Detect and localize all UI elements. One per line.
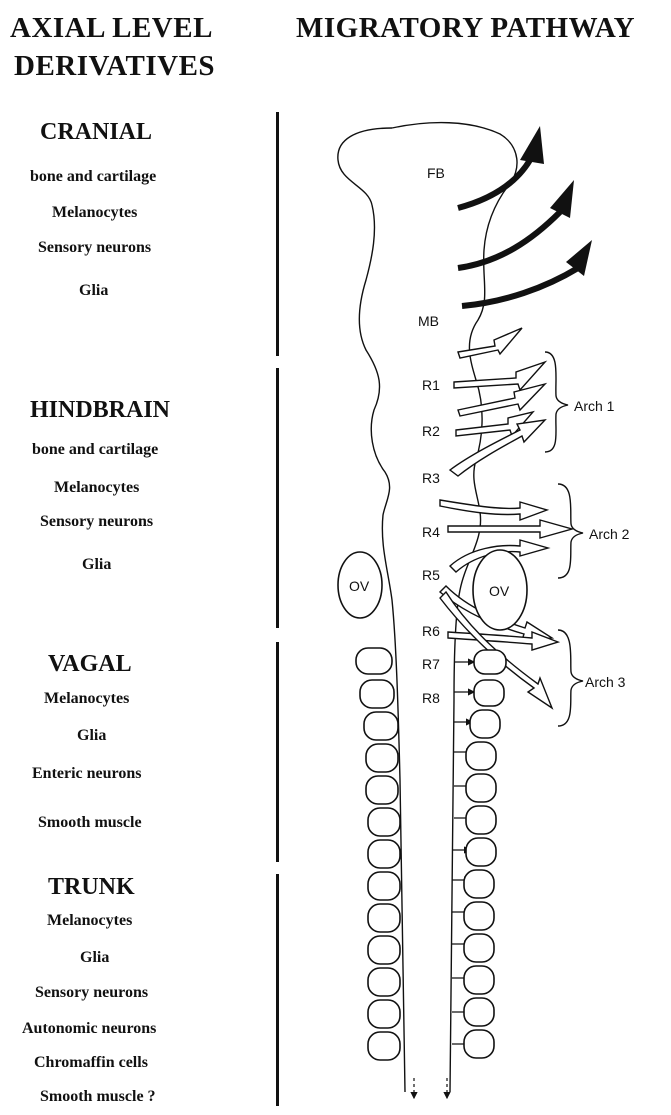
label-r4: R4 xyxy=(422,524,440,540)
section-title-vagal: VAGAL xyxy=(48,651,132,677)
cranial-bar xyxy=(276,112,279,356)
hindbrain-item: Glia xyxy=(82,556,112,573)
trunk-item: Sensory neurons xyxy=(35,984,149,1001)
label-r1: R1 xyxy=(422,377,440,393)
hindbrain-item: Sensory neurons xyxy=(40,513,154,530)
label-ov-left: OV xyxy=(349,578,370,594)
cranial-item: Glia xyxy=(79,282,109,299)
cranial-item: bone and cartilage xyxy=(30,168,157,185)
label-r3: R3 xyxy=(422,470,440,486)
vagal-item: Glia xyxy=(77,727,107,744)
somites-right xyxy=(463,649,507,1059)
hindbrain-bar xyxy=(276,368,279,628)
label-fb: FB xyxy=(427,165,445,181)
label-r5: R5 xyxy=(422,567,440,583)
label-r7: R7 xyxy=(422,656,440,672)
vagal-item: Melanocytes xyxy=(44,690,130,707)
left-header-line2: DERIVATIVES xyxy=(14,50,216,82)
cranial-arrows xyxy=(457,126,592,309)
section-title-cranial: CRANIAL xyxy=(40,119,153,145)
right-header: MIGRATORY PATHWAY xyxy=(296,12,636,44)
hindbrain-item: bone and cartilage xyxy=(32,441,159,458)
label-mb: MB xyxy=(418,313,439,329)
section-title-hindbrain: HINDBRAIN xyxy=(30,397,171,423)
cranial-item: Melanocytes xyxy=(52,204,138,221)
arch-braces xyxy=(544,351,584,727)
vagal-item: Enteric neurons xyxy=(32,765,142,782)
trunk-item: Smooth muscle ? xyxy=(40,1088,156,1105)
trunk-bar xyxy=(276,874,279,1106)
left-header-line1: AXIAL LEVEL xyxy=(10,12,213,44)
vagal-item: Smooth muscle xyxy=(38,814,142,831)
otic-vesicle-left xyxy=(337,551,383,619)
trunk-item: Glia xyxy=(80,949,110,966)
embryo-outline-right xyxy=(391,121,518,1093)
label-arch3: Arch 3 xyxy=(585,674,626,690)
label-arch2: Arch 2 xyxy=(589,526,630,542)
hindbrain-item: Melanocytes xyxy=(54,479,140,496)
label-r8: R8 xyxy=(422,690,440,706)
label-r6: R6 xyxy=(422,623,440,639)
label-ov-right: OV xyxy=(489,583,510,599)
label-r2: R2 xyxy=(422,423,440,439)
trunk-item: Chromaffin cells xyxy=(34,1054,148,1071)
cranial-item: Sensory neurons xyxy=(38,239,152,256)
hindbrain-arrows xyxy=(438,327,575,710)
otic-vesicle-right xyxy=(472,549,528,631)
embryo-outline-left xyxy=(337,127,406,1093)
label-arch1: Arch 1 xyxy=(574,398,615,414)
trunk-item: Melanocytes xyxy=(47,912,133,929)
trunk-item: Autonomic neurons xyxy=(22,1020,157,1037)
somites-left xyxy=(355,647,401,1061)
section-title-trunk: TRUNK xyxy=(48,874,135,900)
vagal-bar xyxy=(276,642,279,862)
